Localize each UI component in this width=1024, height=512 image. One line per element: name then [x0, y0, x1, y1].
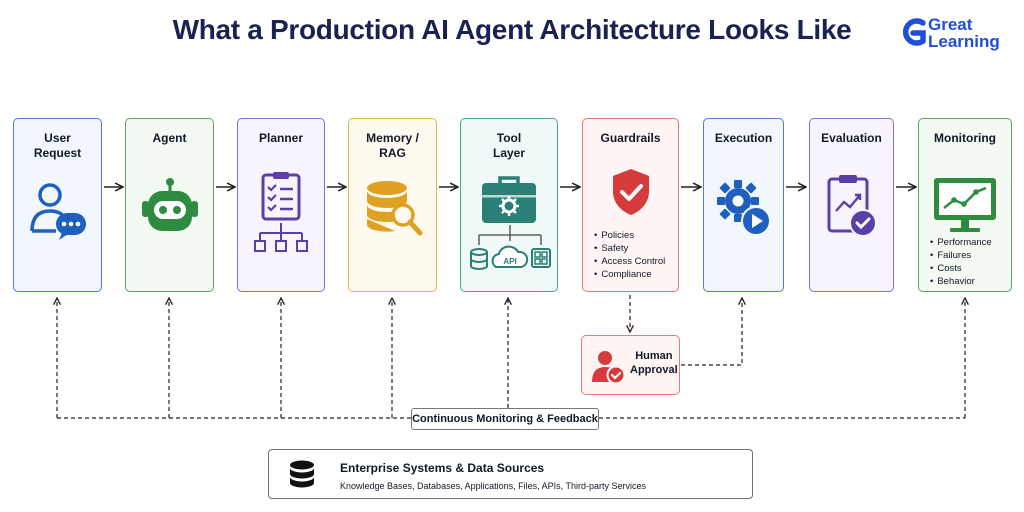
stage-agent: Agent	[125, 118, 214, 292]
human-approval-box: Human Approval	[581, 335, 680, 395]
stage-label: Memory / RAG	[366, 131, 419, 160]
stage-label: User Request	[33, 131, 82, 160]
stage-evaluation: Evaluation	[809, 118, 894, 292]
human-approval-icon	[592, 351, 626, 385]
stage-label: Planner	[258, 131, 303, 145]
stage-label: Tool Layer	[492, 131, 526, 160]
api-label: API	[503, 257, 516, 266]
stage-user-request: User Request	[13, 118, 102, 292]
list-item: Access Control	[594, 255, 665, 268]
list-item: Performance	[930, 236, 991, 249]
stage-label: Agent	[152, 131, 187, 145]
list-item: Behavior	[930, 275, 992, 288]
enterprise-title: Enterprise Systems & Data Sources	[340, 461, 545, 475]
stage-tool-layer: Tool Layer API	[460, 118, 558, 292]
stage-label: Monitoring	[934, 131, 996, 145]
human-approval-line1: Human	[635, 350, 673, 362]
list-item: Policies	[594, 229, 665, 242]
tool-integrations-icon: API	[470, 225, 551, 270]
stage-planner: Planner	[237, 118, 325, 292]
stage-label: Execution	[714, 131, 773, 145]
shield-check-icon	[612, 169, 649, 215]
stage-memory-rag: Memory / RAG	[348, 118, 437, 292]
human-approval-line2: Approval	[630, 364, 678, 376]
list-item: Safety	[594, 242, 665, 255]
stage-execution: Execution	[703, 118, 784, 292]
human-approval-label: Human Approval	[630, 349, 678, 377]
toolbox-icon	[482, 176, 536, 223]
database-search-icon	[366, 181, 422, 236]
page-title: What a Production AI Agent Architecture …	[172, 14, 852, 45]
logo-g-icon	[902, 18, 926, 46]
evaluation-icon	[827, 175, 877, 237]
list-item: Compliance	[594, 268, 665, 281]
guardrails-list: Policies Safety Access Control Complianc…	[594, 229, 665, 281]
logo-line2: Learning	[928, 32, 1000, 51]
logo-line1: Great	[928, 15, 973, 34]
monitor-chart-icon	[934, 178, 996, 232]
gear-play-icon	[716, 180, 771, 236]
robot-icon	[141, 178, 198, 231]
great-learning-logo: Great Learning	[896, 12, 1016, 54]
database-icon	[290, 460, 314, 488]
arrow-human-to-execution	[681, 298, 742, 366]
monitoring-list: Performance Failures Costs Behavior	[930, 236, 992, 288]
enterprise-subtitle: Knowledge Bases, Databases, Applications…	[340, 481, 646, 491]
list-item: Costs	[930, 262, 992, 275]
feedback-label: Continuous Monitoring & Feedback	[411, 408, 599, 430]
stage-label: Guardrails	[600, 131, 661, 145]
stage-monitoring: Monitoring Performance Failures Costs Be…	[918, 118, 1012, 292]
planner-icon	[254, 172, 308, 252]
stage-guardrails: Guardrails Policies Safety Access Contro…	[582, 118, 679, 292]
list-item: Failures	[930, 249, 992, 262]
stage-label: Evaluation	[821, 131, 882, 145]
enterprise-systems-box: Enterprise Systems & Data Sources Knowle…	[268, 449, 753, 499]
user-chat-icon	[29, 183, 86, 240]
